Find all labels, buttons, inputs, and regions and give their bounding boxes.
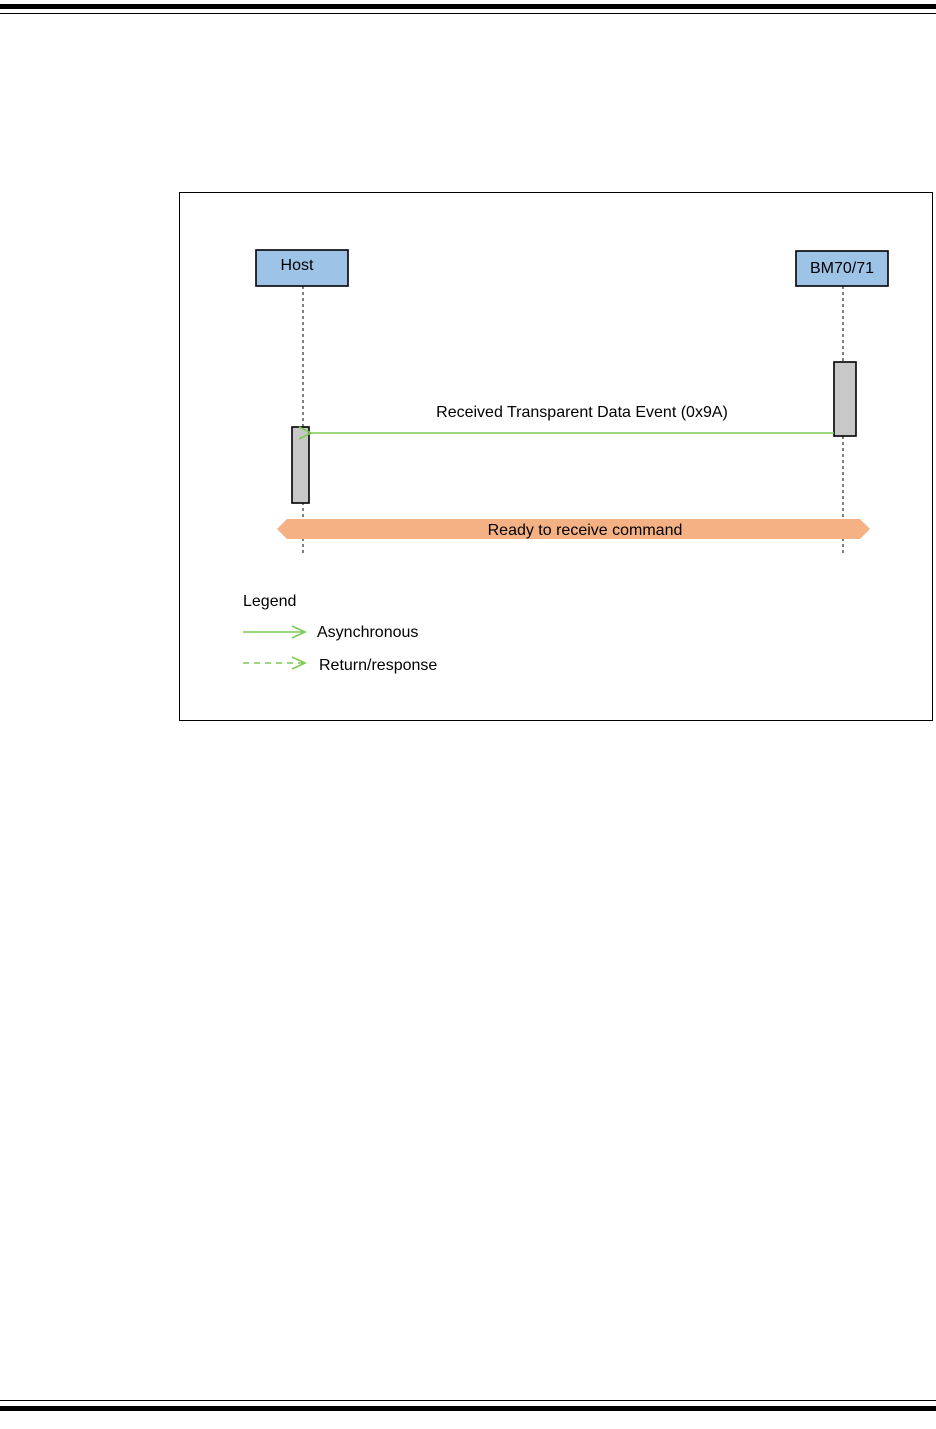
- ready-state-label: Ready to receive command: [488, 522, 683, 539]
- host-activation-bar: [291, 426, 310, 504]
- participant-module: BM70/71: [795, 250, 889, 287]
- legend-return-response-label: Return/response: [319, 657, 437, 674]
- bottom-rule-thin: [0, 1400, 936, 1401]
- top-rule-thick: [0, 4, 936, 9]
- ready-state-band: [277, 519, 870, 539]
- participant-module-label: BM70/71: [810, 260, 874, 277]
- sequence-diagram: Host BM70/71 Received Transparent Data E…: [243, 249, 889, 674]
- legend-title: Legend: [243, 593, 296, 610]
- participant-host-label: Host: [281, 257, 314, 274]
- legend: Legend Asynchronous Return/response: [243, 593, 437, 674]
- module-activation-bar: [833, 361, 857, 437]
- legend-asynchronous-label: Asynchronous: [317, 624, 418, 641]
- participant-host: Host: [255, 249, 349, 287]
- top-rule-thin: [0, 13, 936, 14]
- legend-solid-arrow-head: [291, 625, 307, 639]
- message-label: Received Transparent Data Event (0x9A): [436, 404, 728, 421]
- legend-dashed-arrow-head: [291, 656, 307, 670]
- bottom-rule-thick: [0, 1406, 936, 1411]
- sequence-diagram-frame: Host BM70/71 Received Transparent Data E…: [179, 192, 933, 721]
